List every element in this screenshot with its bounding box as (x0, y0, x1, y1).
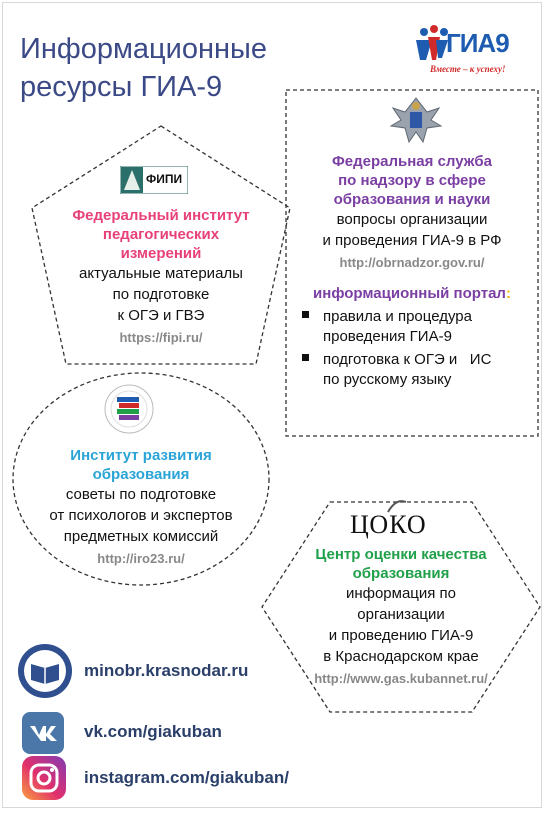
contact-vk-link[interactable]: vk.com/giakuban (84, 722, 222, 741)
gia9-slogan: Вместе – к успеху! (430, 64, 506, 74)
iro-logo-icon (104, 384, 154, 434)
instagram-icon[interactable] (22, 756, 66, 800)
bullet-line: проведения ГИА-9 (323, 328, 452, 345)
fipi-pentagon (31, 125, 291, 365)
fipi-body-line: по подготовке (112, 286, 210, 303)
vk-icon[interactable] (22, 712, 64, 754)
coko-hexagon (261, 501, 541, 713)
coko-title-line: Центр оценки качества (315, 546, 487, 563)
obrnadzor-title-line: по надзору в сфере (338, 172, 486, 189)
obrnadzor-title-line: образования и науки (333, 191, 491, 208)
page-title: Информационные ресурсы ГИА-9 (20, 30, 267, 106)
obrnadzor-box (285, 89, 539, 437)
title-line-1: Информационные (20, 33, 267, 65)
obrnadzor-body-line: и проведения ГИА-9 в РФ (322, 232, 502, 249)
coko-logo-text: ЦОКО (350, 510, 427, 539)
bullet-square-icon (302, 311, 309, 318)
bullet-line: подготовка к ОГЭ и ИС (323, 351, 492, 368)
iro-circle (12, 372, 270, 586)
obrnadzor-bullet: правила и процедура проведения ГИА-9 (302, 307, 472, 347)
bullet-square-icon (302, 354, 309, 361)
fipi-body-line: актуальные материалы (79, 265, 243, 282)
fipi-block: Федеральный институт педагогических изме… (38, 206, 284, 347)
iro-body-line: от психологов и экспертов (49, 507, 233, 524)
obrnadzor-title-line: Федеральная служба (331, 153, 493, 170)
coko-body-line: информация по (345, 585, 457, 602)
coko-swoosh-icon (387, 500, 407, 513)
fipi-title-line: Федеральный институт (72, 207, 250, 224)
portal-label-text: информационный портал (313, 285, 506, 302)
fipi-logo-icon (119, 165, 189, 195)
obrnadzor-block: Федеральная служба по надзору в сфере об… (290, 152, 534, 272)
obrnadzor-bullet: подготовка к ОГЭ и ИС по русскому языку (302, 350, 491, 390)
fipi-title-line: педагогических (102, 226, 220, 243)
coko-body-line: и проведению ГИА-9 (328, 627, 474, 644)
fipi-logo-text: ФИПИ (146, 172, 183, 186)
gia9-logo-icon (416, 25, 448, 60)
contact-instagram-link[interactable]: instagram.com/giakuban/ (84, 768, 289, 787)
page-frame (2, 2, 542, 808)
coko-link[interactable]: http://www.gas.kubannet.ru/ (314, 671, 488, 686)
fipi-link[interactable]: https://fipi.ru/ (119, 330, 203, 345)
bullet-line: правила и процедура (323, 308, 472, 325)
fipi-logo: ФИПИ (119, 165, 189, 195)
coko-title-line: образования (352, 565, 450, 582)
coko-body-line: в Краснодарском крае (323, 648, 479, 665)
title-line-2: ресурсы ГИА-9 (20, 71, 223, 103)
iro-body-line: советы по подготовке (65, 486, 217, 503)
fipi-title-line: измерений (120, 245, 202, 262)
portal-label-colon: : (505, 285, 511, 302)
ministry-emblem-icon (18, 644, 72, 698)
obrnadzor-emblem-icon (389, 97, 443, 144)
obrnadzor-link[interactable]: http://obrnadzor.gov.ru/ (339, 255, 485, 270)
contact-ministry-link[interactable]: minobr.krasnodar.ru (84, 661, 249, 680)
bullet-line: по русскому языку (323, 371, 452, 388)
obrnadzor-body-line: вопросы организации (336, 211, 488, 228)
gia9-logo-text: ГИА9 (446, 28, 510, 58)
coko-block: Центр оценки качества образования информ… (284, 545, 518, 688)
iro-block: Институт развития образования советы по … (20, 446, 262, 568)
iro-link[interactable]: http://iro23.ru/ (97, 551, 185, 566)
coko-body-line: организации (357, 606, 445, 623)
fipi-body-line: к ОГЭ и ГВЭ (117, 307, 205, 324)
obrnadzor-portal-label: информационный портал: (290, 285, 534, 302)
iro-title-line: образования (92, 466, 190, 483)
iro-body-line: предметных комиссий (63, 528, 219, 545)
iro-title-line: Институт развития (70, 447, 212, 464)
